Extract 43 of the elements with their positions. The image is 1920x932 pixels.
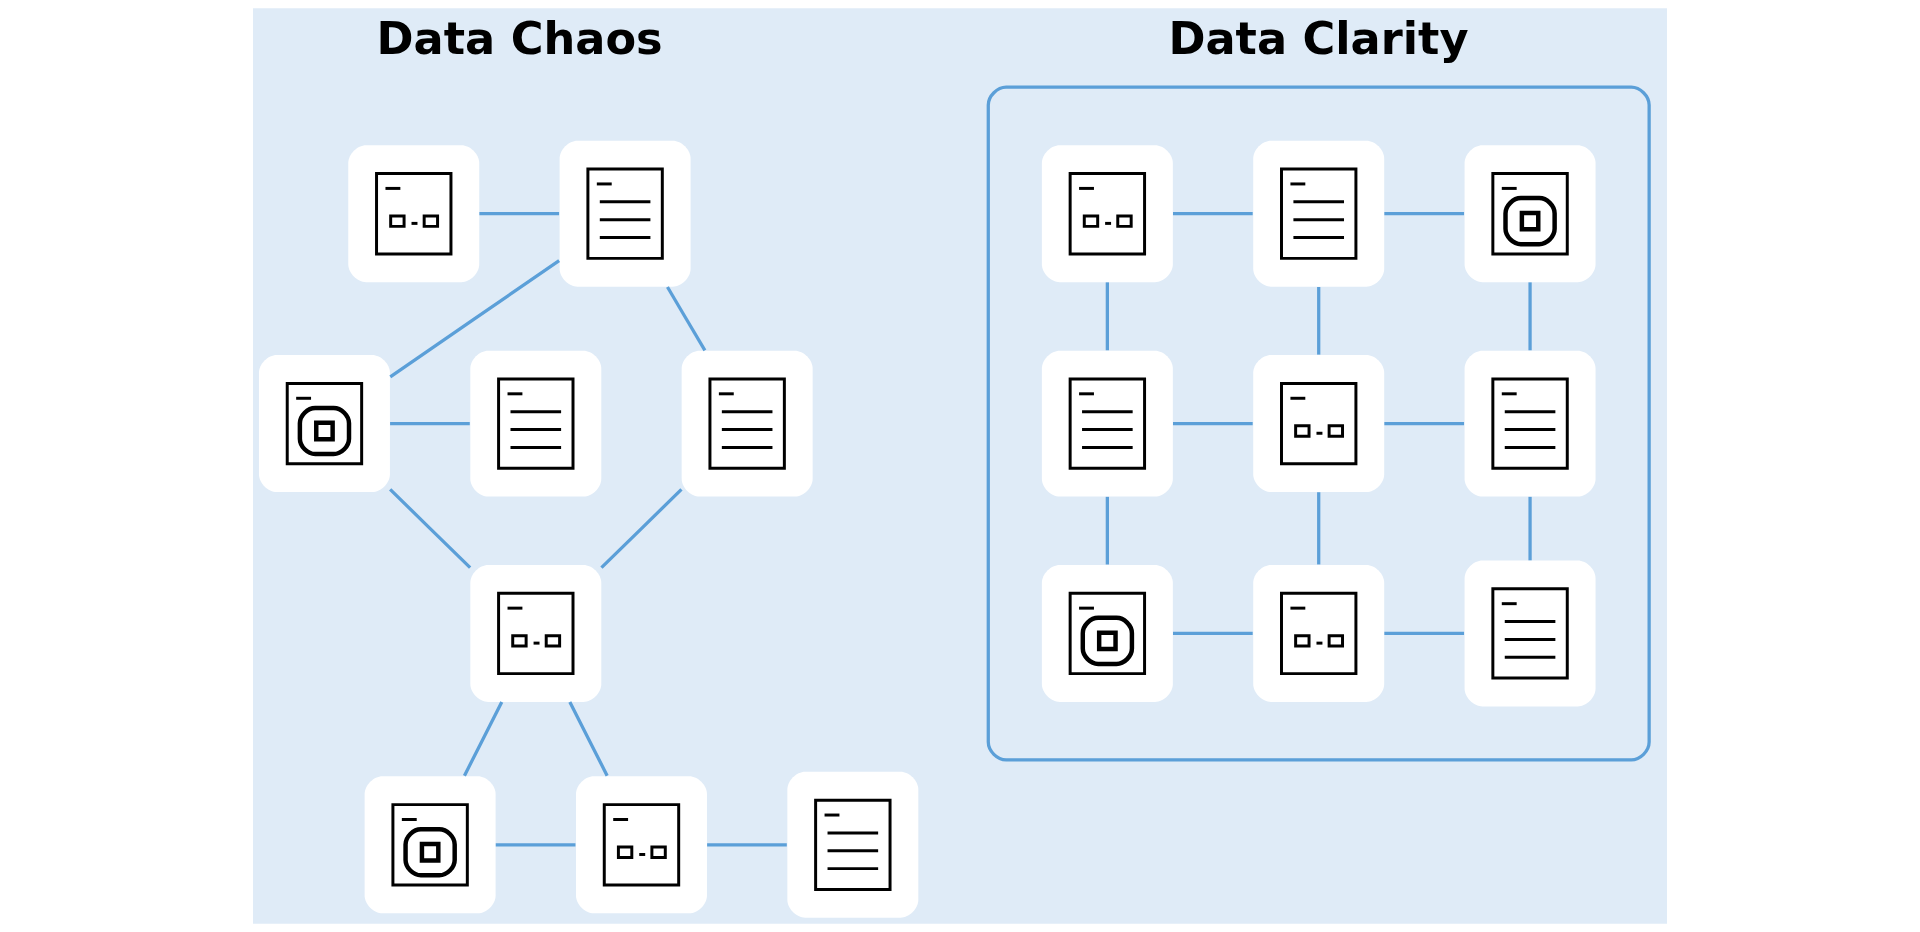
node-picture	[1464, 145, 1596, 283]
connector	[1317, 287, 1321, 355]
connector	[1384, 631, 1465, 636]
node-picture	[470, 565, 602, 702]
node-picture	[1041, 350, 1173, 497]
node-picture	[559, 140, 691, 287]
node-picture	[1253, 355, 1385, 493]
node-picture	[364, 776, 496, 914]
node-picture	[576, 776, 707, 914]
label: Data Chaos	[376, 13, 663, 66]
connector	[568, 701, 609, 777]
connector	[666, 286, 707, 352]
node-picture	[1041, 145, 1173, 283]
connector	[1384, 212, 1465, 216]
connector	[1384, 421, 1465, 426]
label: Data Clarity	[1168, 13, 1469, 66]
connector	[389, 259, 561, 379]
connector	[1528, 496, 1532, 561]
node-picture	[470, 350, 602, 497]
connector	[390, 421, 470, 426]
connector	[1105, 282, 1109, 351]
connector	[495, 843, 576, 847]
node-picture	[258, 355, 390, 493]
connector	[463, 701, 504, 777]
connector	[389, 488, 472, 569]
node-picture	[1253, 140, 1385, 287]
cluster	[986, 85, 1651, 762]
node-picture	[681, 350, 813, 497]
connector	[1173, 631, 1253, 636]
node-picture	[787, 771, 919, 918]
connector	[1317, 492, 1321, 565]
connector	[600, 488, 683, 569]
node-picture	[1464, 560, 1596, 707]
connector	[479, 212, 560, 216]
connector	[1105, 496, 1109, 565]
connector	[707, 843, 787, 847]
node-picture	[348, 145, 480, 283]
connector	[1528, 282, 1532, 351]
node-picture	[1464, 350, 1596, 497]
node-picture	[1253, 565, 1385, 702]
connector	[1173, 212, 1253, 216]
node-picture	[1041, 565, 1173, 702]
connector	[1173, 421, 1253, 426]
